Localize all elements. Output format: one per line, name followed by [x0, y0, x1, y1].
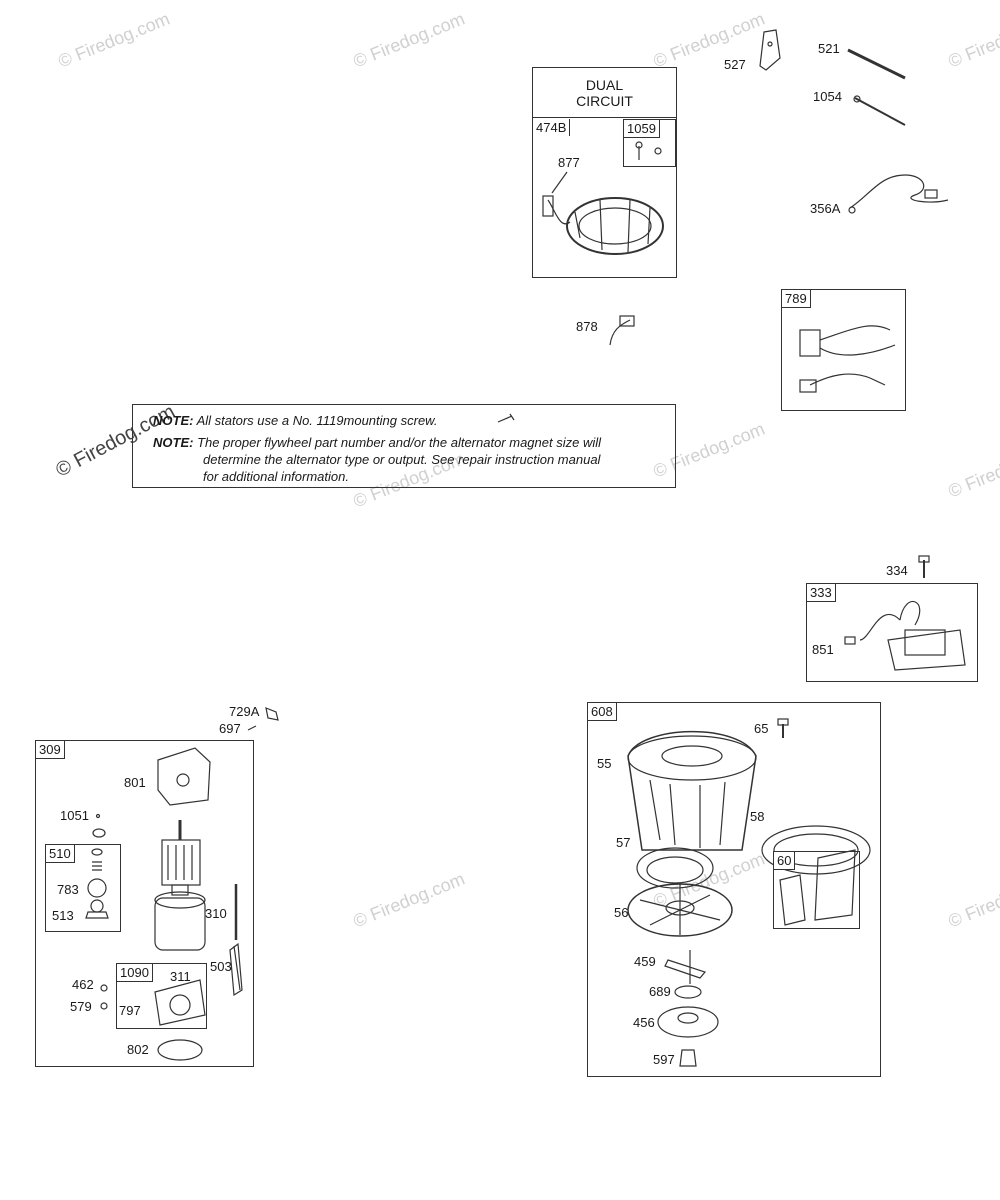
box-label-1059: 1059: [624, 120, 660, 138]
box-1059: 1059: [623, 119, 676, 167]
box-label-1090: 1090: [117, 964, 153, 982]
box-label-309: 309: [36, 741, 65, 759]
part-697: 697: [219, 721, 241, 736]
note-text-1: All stators use a No. 1119mounting screw…: [196, 413, 438, 428]
note-keyword: NOTE:: [153, 435, 194, 450]
part-877: 877: [558, 155, 580, 170]
part-783: 783: [57, 882, 79, 897]
dual-circuit-header: DUAL CIRCUIT: [533, 68, 676, 118]
part-356A: 356A: [810, 201, 841, 216]
note-text-4: for additional information.: [203, 469, 349, 484]
part-456: 456: [633, 1015, 655, 1030]
part-513: 513: [52, 908, 74, 923]
note-box: NOTE: All stators use a No. 1119mounting…: [132, 404, 676, 488]
part-521: 521: [818, 41, 840, 56]
box-789: 789: [781, 289, 906, 411]
box-510: 510: [45, 844, 121, 932]
box-608: 608 60: [587, 702, 881, 1077]
part-57: 57: [616, 835, 631, 850]
part-311: 311: [170, 969, 191, 984]
box-309: 309 510 1090: [35, 740, 254, 1067]
note-line-2: NOTE: The proper flywheel part number an…: [153, 434, 601, 451]
part-55: 55: [597, 756, 612, 771]
part-462: 462: [72, 977, 94, 992]
box-label-510: 510: [46, 845, 75, 863]
box-label-789: 789: [782, 290, 811, 308]
part-851: 851: [812, 642, 834, 657]
part-729A: 729A: [229, 704, 260, 719]
part-1051: 1051: [60, 808, 89, 823]
part-58: 58: [750, 809, 765, 824]
part-334: 334: [886, 563, 908, 578]
part-802: 802: [127, 1042, 149, 1057]
box-1090: 1090: [116, 963, 207, 1029]
part-503: 503: [210, 959, 232, 974]
box-label-608: 608: [588, 703, 617, 721]
part-801: 801: [124, 775, 146, 790]
note-line-1: NOTE: All stators use a No. 1119mounting…: [153, 412, 437, 429]
part-310: 310: [205, 906, 227, 921]
part-878: 878: [576, 319, 598, 334]
dual-circuit-line2: CIRCUIT: [576, 93, 633, 109]
part-65: 65: [754, 721, 769, 736]
part-689: 689: [649, 984, 671, 999]
box-333: 333: [806, 583, 978, 682]
dual-circuit-box: DUAL CIRCUIT 474B 1059: [532, 67, 677, 278]
part-579: 579: [70, 999, 92, 1014]
part-797: 797: [119, 1003, 141, 1018]
part-597: 597: [653, 1052, 675, 1067]
part-459: 459: [634, 954, 656, 969]
part-56: 56: [614, 905, 629, 920]
box-label-333: 333: [807, 584, 836, 602]
box-label-474B: 474B: [533, 119, 571, 136]
part-1054: 1054: [813, 89, 842, 104]
note-keyword: NOTE:: [153, 413, 194, 428]
note-text-2: The proper flywheel part number and/or t…: [197, 435, 602, 450]
box-60: 60: [773, 851, 860, 929]
part-527: 527: [724, 57, 746, 72]
dual-circuit-line1: DUAL: [585, 77, 624, 93]
box-label-60: 60: [774, 852, 796, 870]
note-text-3: determine the alternator type or output.…: [203, 452, 601, 467]
